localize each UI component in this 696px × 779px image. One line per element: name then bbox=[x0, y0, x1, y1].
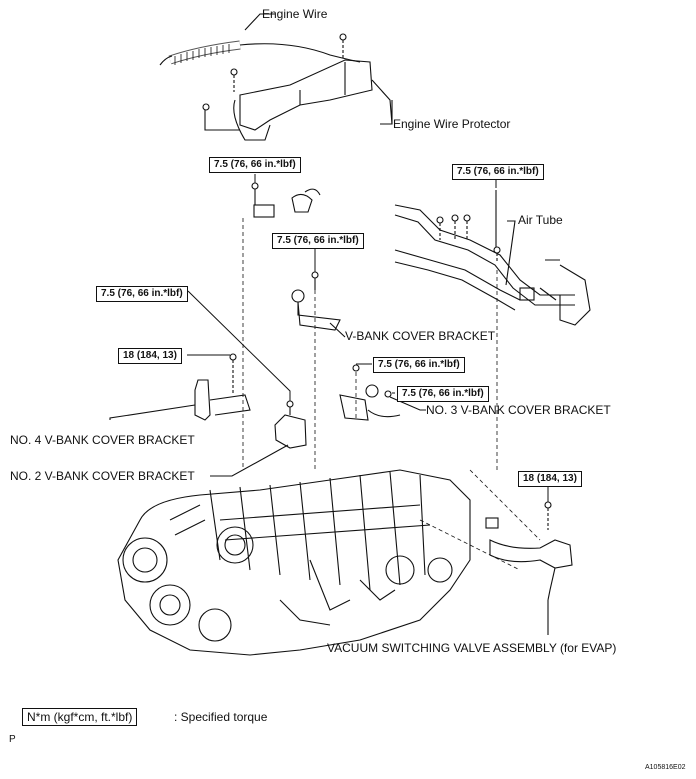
engine-wire-protector-label: Engine Wire Protector bbox=[393, 117, 511, 131]
no3-v-bank-cover-bracket-label: NO. 3 V-BANK COVER BRACKET bbox=[426, 403, 611, 417]
no2-leader bbox=[210, 444, 289, 477]
connector-clip bbox=[251, 182, 321, 218]
no4-leader bbox=[109, 404, 196, 420]
engine-wire-harness bbox=[159, 13, 361, 66]
engine-wire-protector bbox=[202, 33, 393, 141]
no3-v-bank-cover-bracket bbox=[339, 364, 401, 421]
v-bank-cover-bracket bbox=[291, 271, 341, 331]
legend-torque-box: N*m (kgf*cm, ft.*lbf) bbox=[22, 708, 138, 726]
figure-id: A105816E02 bbox=[645, 764, 686, 771]
torque-box: 7.5 (76, 66 in.*lbf) bbox=[272, 233, 364, 249]
torque-box: 7.5 (76, 66 in.*lbf) bbox=[96, 286, 188, 302]
torque-box: 7.5 (76, 66 in.*lbf) bbox=[209, 157, 301, 173]
leader-t75d bbox=[187, 290, 291, 401]
torque-box: 7.5 (76, 66 in.*lbf) bbox=[452, 164, 544, 180]
no4-v-bank-cover-bracket-label: NO. 4 V-BANK COVER BRACKET bbox=[10, 433, 195, 447]
air-tube-leader bbox=[505, 220, 516, 286]
torque-box: 18 (184, 13) bbox=[118, 348, 182, 364]
p-mark: P bbox=[9, 734, 16, 745]
torque-box: 18 (184, 13) bbox=[518, 471, 582, 487]
vsv-assembly bbox=[485, 501, 573, 601]
torque-box: 7.5 (76, 66 in.*lbf) bbox=[373, 357, 465, 373]
v-bank-cover-bracket-label: V-BANK COVER BRACKET bbox=[345, 329, 496, 343]
legend-text: : Specified torque bbox=[174, 710, 268, 724]
engine-block bbox=[117, 469, 471, 656]
engine-wire-label: Engine Wire bbox=[262, 7, 328, 21]
no4-v-bank-cover-bracket bbox=[194, 353, 251, 421]
torque-box: 7.5 (76, 66 in.*lbf) bbox=[397, 386, 489, 402]
air-tube-assembly bbox=[394, 190, 591, 326]
reference-lines bbox=[242, 218, 541, 571]
v-bank-leader bbox=[329, 322, 346, 338]
no2-v-bank-cover-bracket-label: NO. 2 V-BANK COVER BRACKET bbox=[10, 469, 195, 483]
air-tube-label: Air Tube bbox=[518, 213, 563, 227]
no2-v-bank-cover-bracket bbox=[274, 400, 307, 449]
vsv-label: VACUUM SWITCHING VALVE ASSEMBLY (for EVA… bbox=[327, 641, 617, 655]
